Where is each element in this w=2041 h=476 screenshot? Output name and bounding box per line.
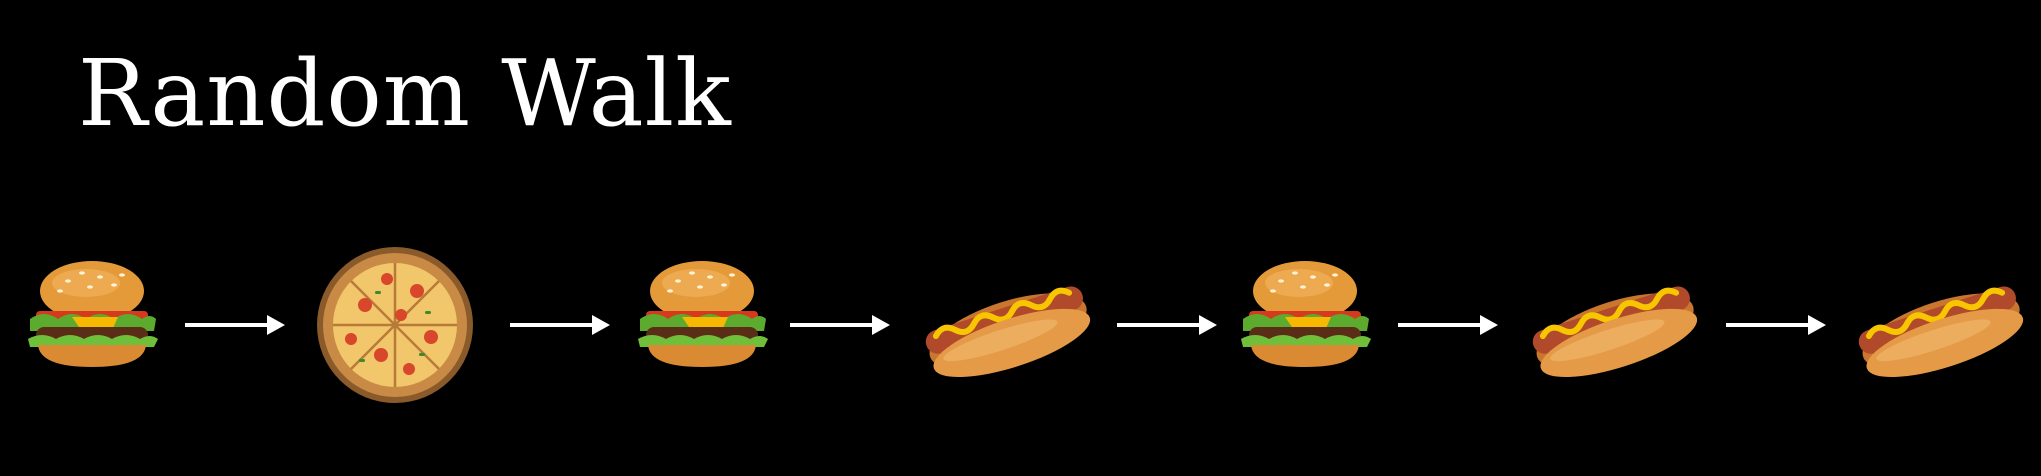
arrow-right-icon [1724,313,1828,337]
arrow-right-icon [508,313,612,337]
hotdog-icon [1528,278,1704,391]
arrow-right-icon [183,313,287,337]
random-walk-sequence [0,240,2041,410]
hotdog-icon [921,278,1097,391]
arrow-right-icon [1115,313,1219,337]
walk-svg [28,245,2041,405]
hotdog-icon [1854,278,2030,391]
slide-title: Random Walk [78,40,732,147]
burger-icon [638,261,768,367]
burger-icon [28,261,158,367]
arrow-right-icon [788,313,892,337]
pizza-icon [315,245,475,405]
burger-icon [1241,261,1371,367]
arrow-right-icon [1396,313,1500,337]
